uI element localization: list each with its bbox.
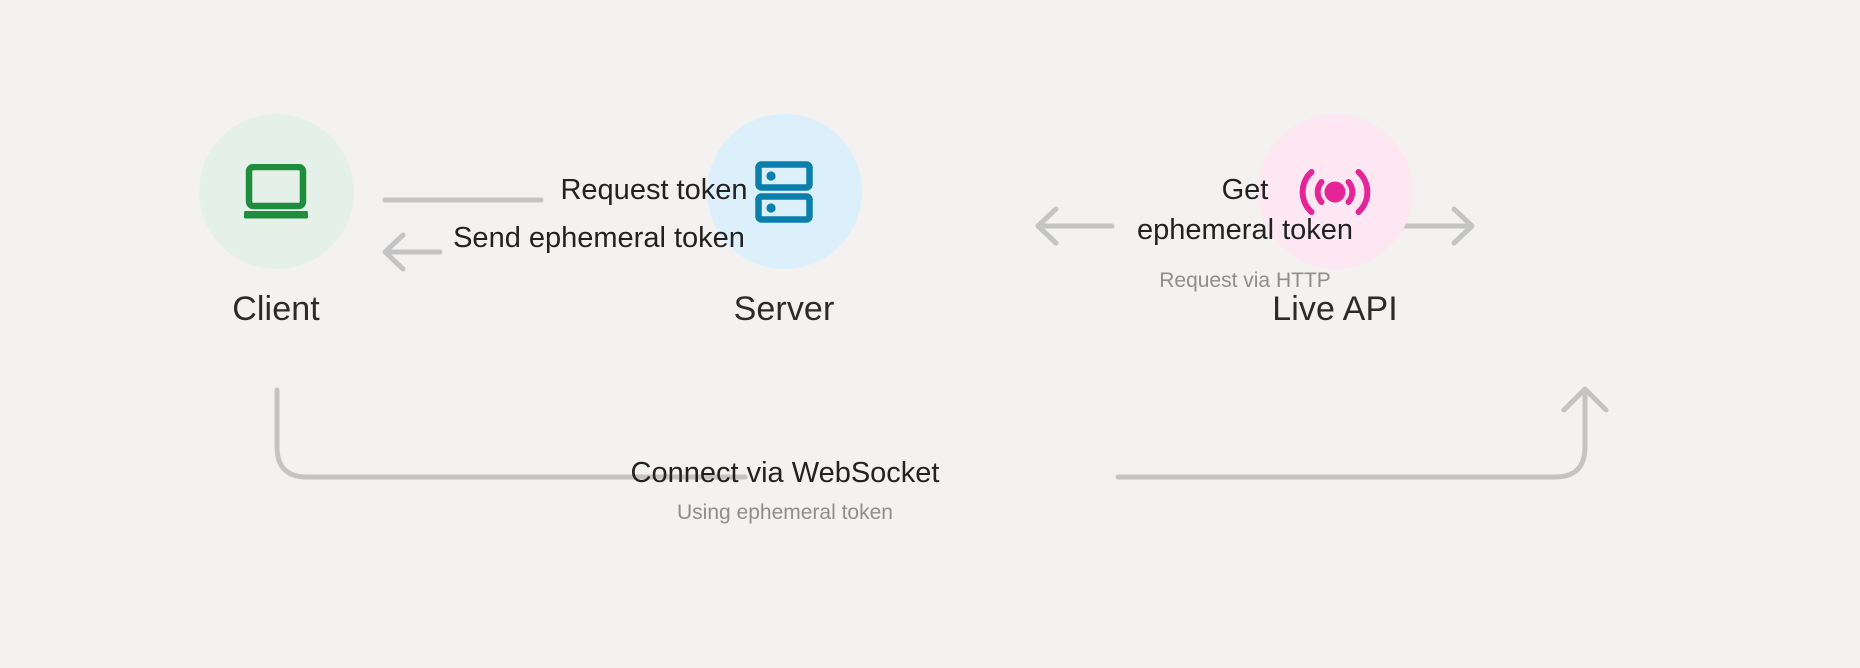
connector-label-get-ephemeral-token-line1: Get — [1221, 174, 1269, 206]
path-connect-websocket-left — [274, 387, 748, 480]
arrow-left-icon-send-token — [382, 232, 443, 272]
node-client[interactable]: Client — [176, 114, 376, 329]
arrow-up-icon-connect-websocket — [1561, 386, 1609, 413]
connector-sublabel-request-via-http: Request via HTTP — [1159, 269, 1331, 292]
node-server-label: Server — [733, 290, 835, 328]
connector-label-connect-via-websocket: Connect via WebSocket — [630, 457, 940, 489]
path-connect-websocket-right — [1115, 389, 1588, 480]
node-liveapi[interactable]: Live API — [1235, 114, 1435, 329]
node-liveapi-label: Live API — [1272, 290, 1398, 328]
node-server-circle — [706, 114, 862, 269]
node-server[interactable]: Server — [684, 114, 884, 329]
arrow-left-icon-get-token — [1035, 206, 1115, 246]
broadcast-signal-icon — [1299, 168, 1371, 215]
connector-label-send-ephemeral-token: Send ephemeral token — [453, 222, 745, 254]
connector-sublabel-using-ephemeral-token: Using ephemeral token — [677, 501, 893, 524]
connector-label-get-ephemeral-token-line2: ephemeral token — [1136, 214, 1354, 246]
connector-label-request-token: Request token — [560, 174, 748, 206]
laptop-icon — [244, 163, 308, 218]
connector-label-get-ephemeral-token: Get ephemeral token — [1070, 170, 1420, 250]
server-rack-icon — [755, 160, 813, 223]
node-client-circle — [198, 114, 354, 269]
node-client-label: Client — [232, 290, 320, 328]
node-liveapi-circle — [1257, 114, 1413, 269]
arrow-right-icon-get-token — [1395, 206, 1475, 246]
